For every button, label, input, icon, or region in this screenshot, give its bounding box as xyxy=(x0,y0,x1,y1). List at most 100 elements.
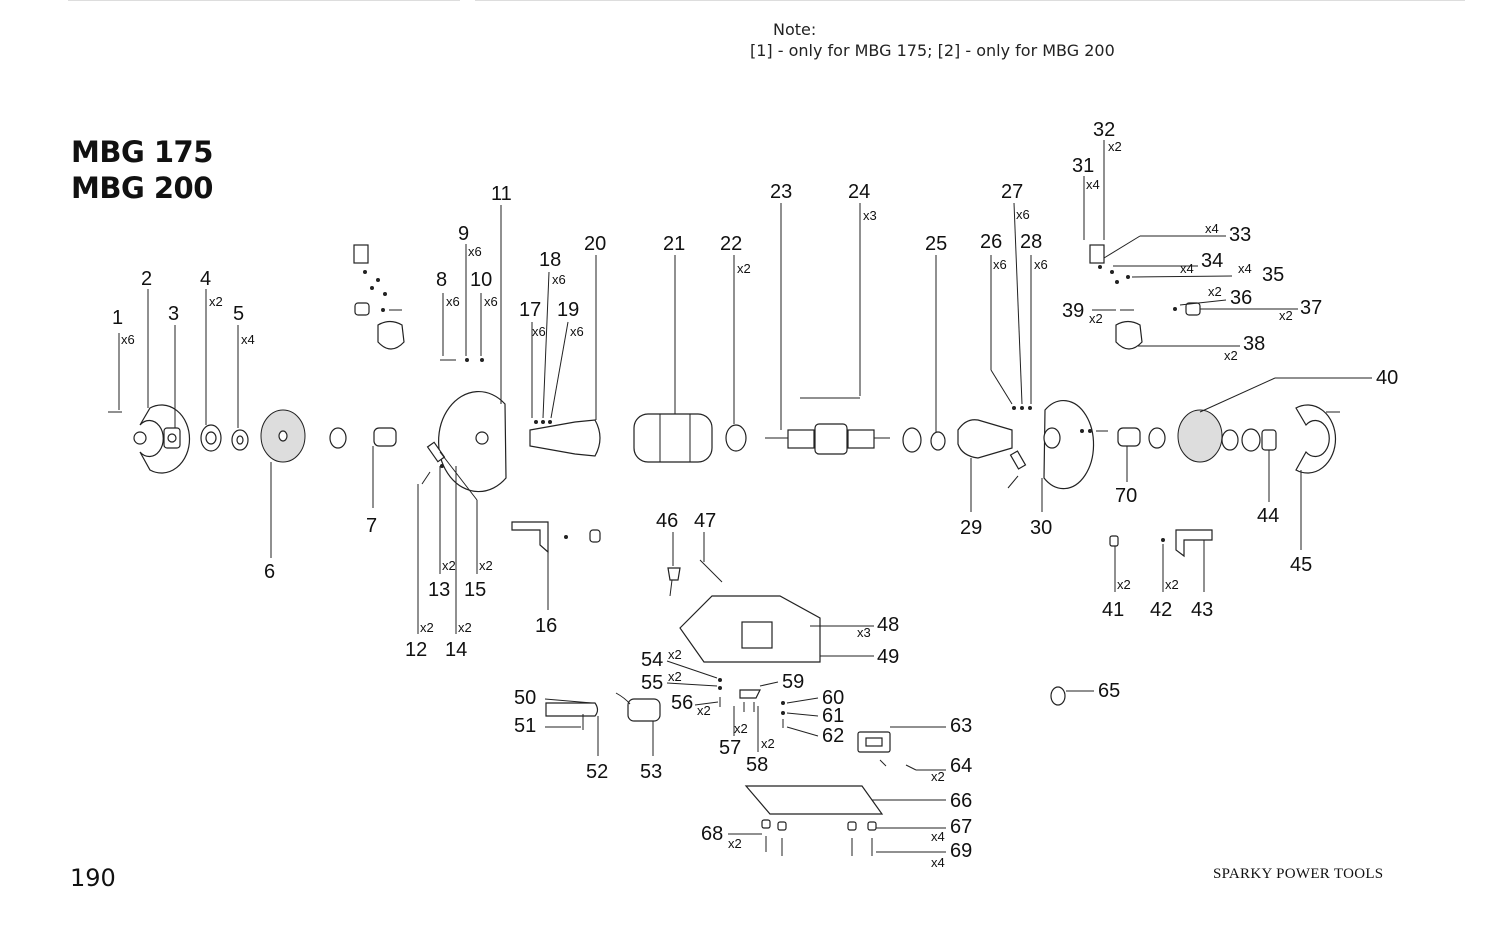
part-label: 16 xyxy=(535,615,557,637)
top-rule-right xyxy=(475,0,1465,1)
part-label: 58 xyxy=(746,754,768,776)
page-number: 190 xyxy=(70,864,116,892)
qty-label: x6 xyxy=(1034,257,1048,272)
part-label: 42 xyxy=(1150,599,1172,621)
part-label: 9 xyxy=(458,223,469,245)
brand-footer: SPARKY POWER TOOLS xyxy=(1213,866,1384,882)
part-label: 61 xyxy=(822,705,844,727)
qty-label: x2 xyxy=(1117,577,1131,592)
part-label: 25 xyxy=(925,233,947,255)
part-label: 48 xyxy=(877,614,899,636)
part-label: 50 xyxy=(514,687,536,709)
part-label: 47 xyxy=(694,510,716,532)
qty-label: x2 xyxy=(931,769,945,784)
part-label: 44 xyxy=(1257,505,1279,527)
part-label: 39 xyxy=(1062,300,1084,322)
qty-label: x3 xyxy=(857,625,871,640)
part-label: 59 xyxy=(782,671,804,693)
part-label: 35 xyxy=(1262,264,1284,286)
part-label: 12 xyxy=(405,639,427,661)
part-label: 27 xyxy=(1001,181,1023,203)
part-label: 17 xyxy=(519,299,541,321)
part-label: 2 xyxy=(141,268,152,290)
part-label: 51 xyxy=(514,715,536,737)
qty-label: x2 xyxy=(1165,577,1179,592)
part-label: 32 xyxy=(1093,119,1115,141)
qty-label: x2 xyxy=(668,647,682,662)
qty-label: x2 xyxy=(697,703,711,718)
part-label: 54 xyxy=(641,649,663,671)
part-label: 57 xyxy=(719,737,741,759)
part-label: 43 xyxy=(1191,599,1213,621)
part-label: 20 xyxy=(584,233,606,255)
part-label: 5 xyxy=(233,303,244,325)
qty-label: x4 xyxy=(1238,261,1252,276)
part-label: 63 xyxy=(950,715,972,737)
part-label: 34 xyxy=(1201,250,1223,272)
part-label: 7 xyxy=(366,515,377,537)
qty-label: x6 xyxy=(484,294,498,309)
part-label: 31 xyxy=(1072,155,1094,177)
quantity-labels: x6 x2 x4 x6 x6 x6 x2 x2 x2 x2 x6 x6 x6 x… xyxy=(121,139,1293,870)
note-heading: Note: xyxy=(773,20,817,39)
part-label: 65 xyxy=(1098,680,1120,702)
qty-label: x3 xyxy=(863,208,877,223)
part-label: 52 xyxy=(586,761,608,783)
part-label: 15 xyxy=(464,579,486,601)
qty-label: x6 xyxy=(570,324,584,339)
part-label: 33 xyxy=(1229,224,1251,246)
part-label: 37 xyxy=(1300,297,1322,319)
part-label: 40 xyxy=(1376,367,1398,389)
part-label: 38 xyxy=(1243,333,1265,355)
qty-label: x2 xyxy=(458,620,472,635)
qty-label: x2 xyxy=(1108,139,1122,154)
part-label: 23 xyxy=(770,181,792,203)
part-label: 14 xyxy=(445,639,467,661)
part-label: 45 xyxy=(1290,554,1312,576)
qty-label: x4 xyxy=(241,332,255,347)
part-label: 8 xyxy=(436,269,447,291)
qty-label: x2 xyxy=(728,836,742,851)
qty-label: x6 xyxy=(468,244,482,259)
part-label: 46 xyxy=(656,510,678,532)
part-label: 10 xyxy=(470,269,492,291)
part-label: 49 xyxy=(877,646,899,668)
part-label: 68 xyxy=(701,823,723,845)
part-drawings xyxy=(108,244,1340,856)
part-label: 66 xyxy=(950,790,972,812)
part-label: 69 xyxy=(950,840,972,862)
qty-label: x2 xyxy=(1224,348,1238,363)
qty-label: x6 xyxy=(446,294,460,309)
qty-label: x2 xyxy=(734,721,748,736)
qty-label: x2 xyxy=(1089,311,1103,326)
note-text: [1] - only for MBG 175; [2] - only for M… xyxy=(750,41,1115,60)
part-label: 4 xyxy=(200,268,211,290)
qty-label: x2 xyxy=(737,261,751,276)
part-label: 53 xyxy=(640,761,662,783)
top-rule-left xyxy=(68,0,460,1)
qty-label: x4 xyxy=(1205,221,1219,236)
model-title-2: MBG 200 xyxy=(71,171,213,205)
qty-label: x4 xyxy=(931,855,945,870)
qty-label: x2 xyxy=(1279,308,1293,323)
qty-label: x6 xyxy=(121,332,135,347)
part-label: 67 xyxy=(950,816,972,838)
qty-label: x6 xyxy=(532,324,546,339)
qty-label: x2 xyxy=(668,669,682,684)
part-label: 70 xyxy=(1115,485,1137,507)
qty-label: x2 xyxy=(1208,284,1222,299)
qty-label: x4 xyxy=(1086,177,1100,192)
part-label: 28 xyxy=(1020,231,1042,253)
qty-label: x6 xyxy=(552,272,566,287)
part-number-labels: 1 2 3 4 5 6 7 8 9 10 11 12 13 14 15 16 1… xyxy=(112,119,1398,862)
qty-label: x2 xyxy=(761,736,775,751)
leader-lines xyxy=(118,140,1372,853)
qty-label: x2 xyxy=(442,558,456,573)
part-label: 64 xyxy=(950,755,972,777)
part-label: 13 xyxy=(428,579,450,601)
qty-label: x6 xyxy=(993,257,1007,272)
qty-label: x4 xyxy=(931,829,945,844)
part-label: 55 xyxy=(641,672,663,694)
part-label: 1 xyxy=(112,307,123,329)
